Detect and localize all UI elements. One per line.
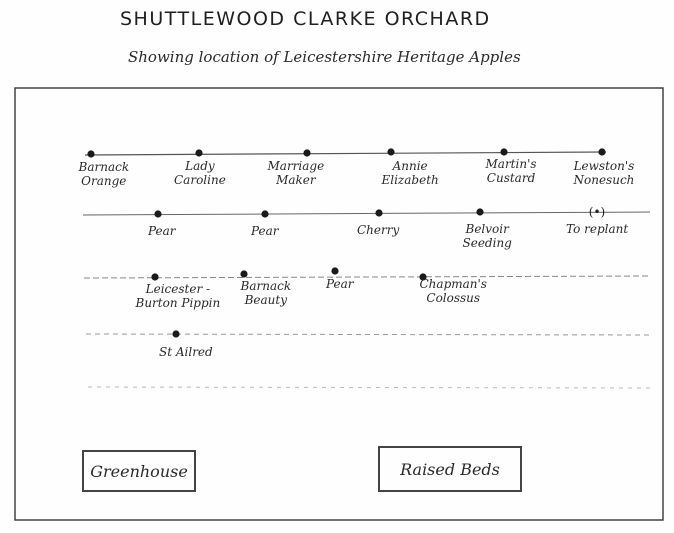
tree-label-line: Burton Pippin — [135, 296, 221, 310]
tree-label-line: To replant — [566, 222, 629, 236]
tree-dot — [87, 150, 95, 158]
tree-label-line: Colossus — [426, 291, 481, 305]
tree-label-line: Pear — [326, 277, 354, 291]
tree-label: Pear — [148, 224, 176, 238]
tree-label: Cherry — [357, 223, 399, 237]
tree-label-line: Pear — [251, 224, 279, 238]
tree-dot — [240, 270, 248, 278]
tree-dot — [303, 149, 311, 157]
tree-label-line: Custard — [486, 171, 536, 185]
tree-dot — [154, 210, 162, 218]
tree-label: St Ailred — [159, 345, 213, 359]
tree-label: To replant — [566, 222, 628, 236]
tree-label-line: Seeding — [462, 236, 512, 250]
greenhouse-label: Greenhouse — [90, 461, 188, 481]
tree-dot — [598, 148, 606, 156]
tree-label-line: Cherry — [357, 223, 400, 237]
tree-dot — [387, 148, 395, 156]
tree-dot — [261, 210, 269, 218]
tree-label-line: Leicester - — [145, 282, 211, 296]
tree-label-line: Caroline — [174, 173, 226, 187]
tree-label-line: Orange — [81, 174, 127, 188]
orchard-boundary — [14, 87, 664, 521]
tree-dot — [419, 273, 427, 281]
tree-label-line: Annie — [392, 159, 428, 173]
row-line-5 — [87, 386, 651, 389]
map-title: SHUTTLEWOOD CLARKE ORCHARD — [120, 8, 491, 30]
tree-dot — [476, 208, 484, 216]
tree-label: Pear — [251, 224, 279, 238]
tree-label-line: Nonesuch — [573, 173, 635, 187]
row-line-3 — [83, 275, 651, 279]
row-line-2 — [82, 211, 651, 216]
tree-label-line: Pear — [148, 224, 176, 238]
raised-beds-label: Raised Beds — [400, 459, 500, 479]
row-line-1 — [84, 151, 607, 156]
map-subtitle: Showing location of Leicestershire Herit… — [128, 48, 521, 66]
tree-label-line: Lewston's — [573, 159, 635, 173]
tree-label-line: Barnack — [240, 279, 292, 293]
tree-label: Leicester -Burton Pippin — [136, 282, 221, 310]
tree-label-line: Chapman's — [419, 277, 487, 291]
tree-dot — [500, 148, 508, 156]
tree-label-line: Martin's — [485, 157, 537, 171]
tree-label-line: Maker — [276, 173, 316, 187]
tree-dot — [151, 273, 159, 281]
tree-label-line: Elizabeth — [381, 173, 439, 187]
raised-beds: Raised Beds — [378, 446, 522, 492]
tree-label-line: Marriage — [267, 159, 325, 173]
tree-label: Pear — [326, 277, 354, 291]
tree-label-line: Beauty — [244, 293, 287, 307]
row-line-4 — [85, 333, 651, 336]
replant-marker: (•) — [589, 205, 605, 219]
tree-label-line: Belvoir — [465, 222, 509, 236]
tree-dot — [172, 330, 180, 338]
tree-label-line: Barnack — [78, 160, 130, 174]
tree-dot — [331, 267, 339, 275]
tree-dot — [375, 209, 383, 217]
tree-label-line: St Ailred — [159, 345, 213, 359]
greenhouse: Greenhouse — [82, 450, 196, 492]
tree-label-line: Lady — [185, 159, 215, 173]
tree-dot — [195, 149, 203, 157]
